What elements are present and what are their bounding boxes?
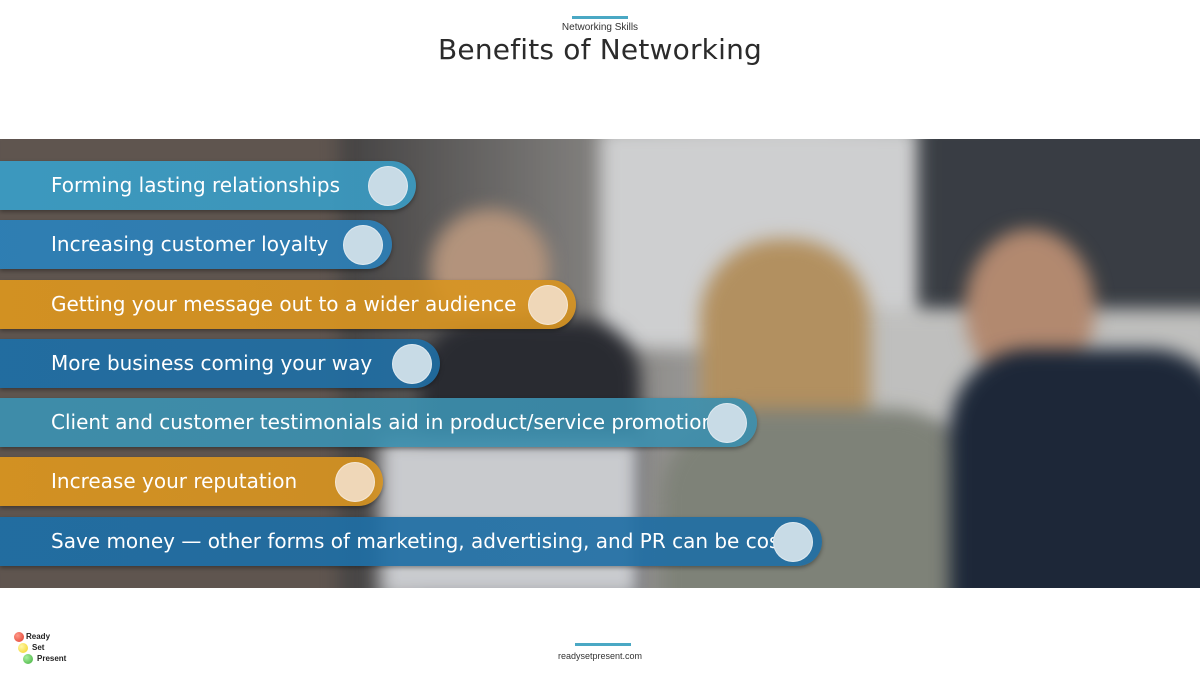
benefit-label: Increasing customer loyalty — [51, 232, 329, 256]
benefit-label: Forming lasting relationships — [51, 173, 341, 197]
bullet-circle-icon — [335, 462, 375, 502]
page-title: Benefits of Networking — [437, 33, 762, 66]
benefit-bar-5: Client and customer testimonials aid in … — [0, 398, 757, 447]
logo-word-ready: Ready — [26, 632, 51, 641]
benefit-bar-7: Save money — other forms of marketing, a… — [0, 517, 822, 566]
benefit-bar-2: Increasing customer loyalty — [0, 220, 392, 269]
ready-set-present-logo: Ready Set Present — [14, 631, 84, 667]
yellow-ball-icon — [18, 643, 28, 653]
footer-url: readysetpresent.com — [557, 651, 643, 661]
title-accent-rule — [572, 16, 628, 19]
benefit-label: Increase your reputation — [51, 469, 298, 493]
section-kicker: Networking Skills — [561, 22, 639, 33]
benefit-label: Save money — other forms of marketing, a… — [51, 529, 805, 553]
logo-word-present: Present — [37, 654, 67, 663]
bullet-circle-icon — [528, 285, 568, 325]
bullet-circle-icon — [343, 225, 383, 265]
benefit-bar-4: More business coming your way — [0, 339, 440, 388]
logo-word-set: Set — [32, 643, 45, 652]
benefits-list: Forming lasting relationships Increasing… — [0, 139, 1200, 588]
bullet-circle-icon — [707, 403, 747, 443]
footer-accent-rule — [575, 643, 631, 646]
background-photo — [0, 139, 1200, 588]
benefit-bar-1: Forming lasting relationships — [0, 161, 416, 210]
benefit-label: Client and customer testimonials aid in … — [51, 410, 715, 434]
benefit-bar-6: Increase your reputation — [0, 457, 383, 506]
bullet-circle-icon — [368, 166, 408, 206]
benefit-bar-3: Getting your message out to a wider audi… — [0, 280, 576, 329]
bullet-circle-icon — [773, 522, 813, 562]
red-ball-icon — [14, 632, 24, 642]
bullet-circle-icon — [392, 344, 432, 384]
benefit-label: Getting your message out to a wider audi… — [51, 292, 517, 316]
benefit-label: More business coming your way — [51, 351, 373, 375]
green-ball-icon — [23, 654, 33, 664]
